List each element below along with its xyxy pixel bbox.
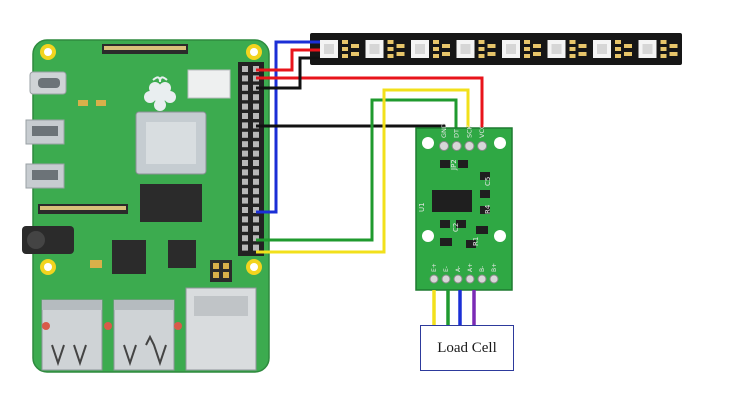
usb-controller-chip [112,240,146,274]
gpio-pin [253,178,259,185]
wire-red2 [256,76,484,130]
wire-black1 [256,56,320,90]
led-cell [547,40,587,58]
gpio-pin [253,197,259,204]
raspberry-pi-board [22,39,270,373]
hx711-pin-gnd [439,141,449,151]
hx711-bottom-pin [489,274,499,284]
gpio-pin [242,141,248,148]
hx711-pin-label: E+ [431,263,438,272]
hx711-silkscreen-label: C5 [484,177,492,186]
hx711-pin-label: E- [443,266,450,272]
gpio-pin [242,207,248,213]
gpio-pin [253,141,259,148]
hx711-silkscreen-label: U1 [418,202,426,212]
gpio-pin [253,103,259,110]
hx711-pin-label: VCC [478,124,486,138]
led-strip [310,33,682,65]
hx711-pin-dt [451,141,462,151]
hx711-pin-label: A- [455,266,462,272]
hx711-pin-label: B- [479,266,486,272]
gpio-pin [242,66,248,72]
gpio-pin [242,84,248,91]
gpio-pin [242,188,248,195]
gpio-pin [242,169,248,176]
gpio-pin [242,75,248,82]
wire-green [256,98,458,242]
gpio-pin [242,197,248,204]
gpio-pin [253,160,259,166]
gpio-pin [253,207,259,213]
mounting-holes [40,44,262,275]
gpio-pin [242,216,248,223]
gpio-pin [242,160,248,166]
hx711-bottom-pin [429,274,439,284]
gpio-pin [253,216,259,223]
gpio-pin [253,150,259,157]
led-cell [593,40,632,58]
led-cell [502,40,541,58]
gpio-pin [242,244,248,251]
hx711-ic [432,190,472,212]
load-cell-box: Load Cell [420,325,514,371]
hx711-pin-label: DT [453,129,461,138]
hx711-silkscreen-label: JP2 [450,159,458,171]
gpio-pin [253,188,259,195]
gpio-pin [253,113,259,119]
wifi-antenna-area [187,69,231,99]
load-cell-label: Load Cell [437,339,497,356]
led-cell [320,40,359,58]
wire-red1 [256,48,320,72]
led-cell [456,40,496,58]
hx711-pin-sck [464,141,475,151]
gpio-pin [242,178,248,185]
ethernet-chip [168,240,196,268]
load-cell-wires [432,290,476,325]
gpio-pin [253,131,259,138]
hx711-pin-vcc [477,141,488,151]
hx711-pin-label: SCK [465,124,473,138]
hx711-pin-label: GND [440,123,448,138]
gpio-pin [242,235,248,242]
gpio-pin [242,225,248,232]
hx711-pin-label: B+ [491,263,498,272]
ram-chip [140,184,202,222]
gpio-pin [253,225,259,232]
hx711-silkscreen-label: R4 [484,204,492,214]
gpio-pin [242,103,248,110]
gpio-pin [253,94,259,101]
gpio-pin [242,94,248,101]
gpio-pin [242,150,248,157]
hx711-bottom-pin [477,274,487,284]
hx711-bottom-pin [465,274,475,284]
gpio-pin [253,244,259,251]
gpio-header [238,62,264,256]
led-cell [638,40,678,58]
hx711-pin-label: A+ [467,263,474,272]
gpio-pin [242,122,248,129]
hx711-bottom-pin [453,274,463,284]
gpio-pin [253,169,259,176]
led-cell [411,40,450,58]
led-cell [365,40,405,58]
gpio-pin [253,235,259,242]
gpio-pin [242,113,248,119]
hx711-silkscreen-label: C2 [452,223,460,232]
raspberry-pi-logo [144,76,176,111]
hx711-bottom-pin [441,274,451,284]
usb-ports [41,299,182,371]
wire-yellow [256,88,470,254]
hx711-silkscreen-label: R1 [472,237,480,246]
gpio-pin [242,131,248,138]
